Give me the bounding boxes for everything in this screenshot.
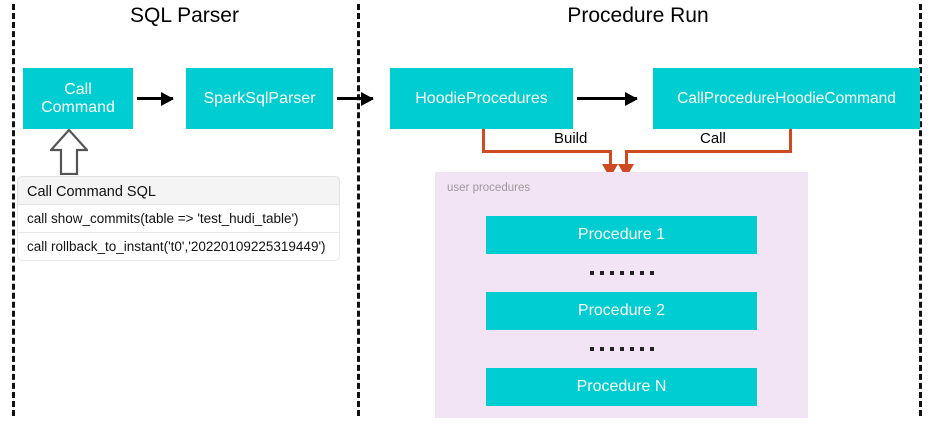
dot (619, 347, 624, 351)
node-hoodie-procedures: HoodieProcedures (390, 68, 573, 129)
call-command-sql-table: Call Command SQL call show_commits(table… (17, 176, 340, 261)
user-procedures-panel: user procedures Procedure 1 Procedure 2 … (435, 172, 808, 418)
dot (639, 271, 644, 275)
dot (629, 347, 634, 351)
node-call-procedure-hoodie-command: CallProcedureHoodieCommand (653, 68, 920, 129)
orange-line-call-vertical (789, 129, 792, 153)
dot (619, 271, 624, 275)
dot (609, 271, 614, 275)
dot (599, 271, 604, 275)
edge-label-build: Build (548, 130, 594, 147)
node-spark-sql-parser: SparkSqlParser (186, 68, 333, 129)
dot (589, 271, 594, 275)
dot (649, 271, 654, 275)
divider-middle (357, 4, 360, 416)
sql-table-header: Call Command SQL (17, 176, 340, 205)
arrow-hoodie-procedures-to-call-procedure-hoodie-command (577, 91, 638, 106)
hollow-up-arrow-icon (50, 129, 88, 175)
orange-line-build-vertical (482, 129, 485, 153)
procedure-item: Procedure 1 (486, 216, 757, 254)
orange-line-build-horizontal (482, 150, 612, 153)
sql-table-row: call show_commits(table => 'test_hudi_ta… (17, 205, 340, 233)
orange-line-call-descend (625, 150, 628, 166)
ellipsis-dots (486, 254, 757, 292)
dot (589, 347, 594, 351)
arrow-spark-sql-parser-to-hoodie-procedures (337, 91, 374, 106)
orange-line-build-descend (609, 150, 612, 166)
sql-table-row: call rollback_to_instant('t0','202201092… (17, 233, 340, 261)
dot (599, 347, 604, 351)
dot (609, 347, 614, 351)
divider-left (12, 4, 15, 416)
section-title-sql-parser: SQL Parser (130, 4, 239, 27)
section-title-procedure-run: Procedure Run (567, 4, 709, 27)
node-call-command: Call Command (23, 68, 133, 129)
dot (649, 347, 654, 351)
procedure-item: Procedure 2 (486, 292, 757, 330)
ellipsis-dots (486, 330, 757, 368)
arrow-call-command-to-spark-sql-parser (137, 91, 174, 106)
user-procedures-label: user procedures (447, 182, 531, 194)
divider-right (919, 4, 922, 416)
dot (639, 347, 644, 351)
node-call-command-line2: Command (41, 98, 115, 116)
procedure-item: Procedure N (486, 368, 757, 406)
orange-line-call-horizontal (625, 150, 792, 153)
edge-label-call: Call (694, 130, 732, 147)
dot (629, 271, 634, 275)
node-call-command-line1: Call (64, 80, 92, 98)
